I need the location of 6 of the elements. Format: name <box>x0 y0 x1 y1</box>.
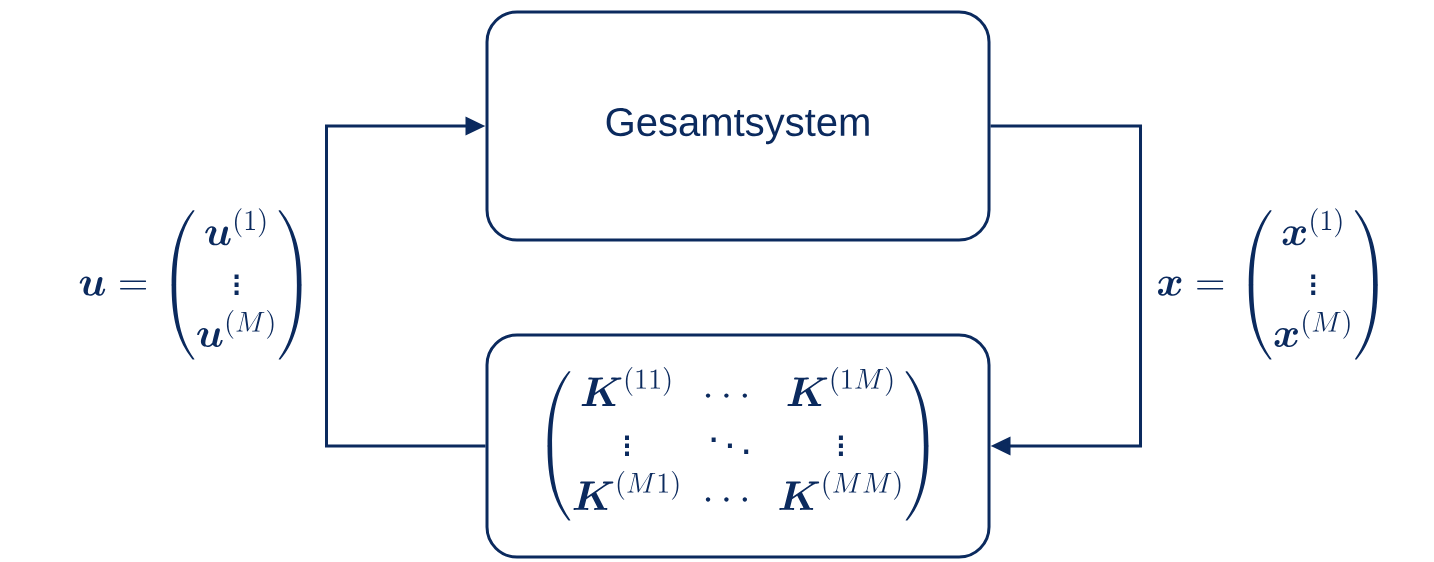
edge-label: $\boldsymbol{u}=\begin{pmatrix}\boldsymbol{u}^{(1)}\\ \vdots\\ \boldsymbol{u}^{(M)}\end{pmatrix}$ <box>79 208 302 360</box>
process-box: Gesamtsystem <box>485 10 991 242</box>
arrow <box>990 124 1142 456</box>
edge-label: $\boldsymbol{x}=\begin{pmatrix}\boldsymbol{x}^{(1)}\\ \vdots\\ \boldsymbol{x}^{(M)}\end{pmatrix}$ <box>1158 208 1378 360</box>
arrow <box>325 116 486 448</box>
process-box: $\begin{pmatrix}\boldsymbol{K}^{(11)} & \cdots & \boldsymbol{K}^{(1M)}\\ \vdots & \ddots & \vdots\\ \boldsymbol{K}^{(M1)} & \cdots & \boldsymbol{K}^{(MM)}\end{pmatrix}$ <box>485 333 991 559</box>
